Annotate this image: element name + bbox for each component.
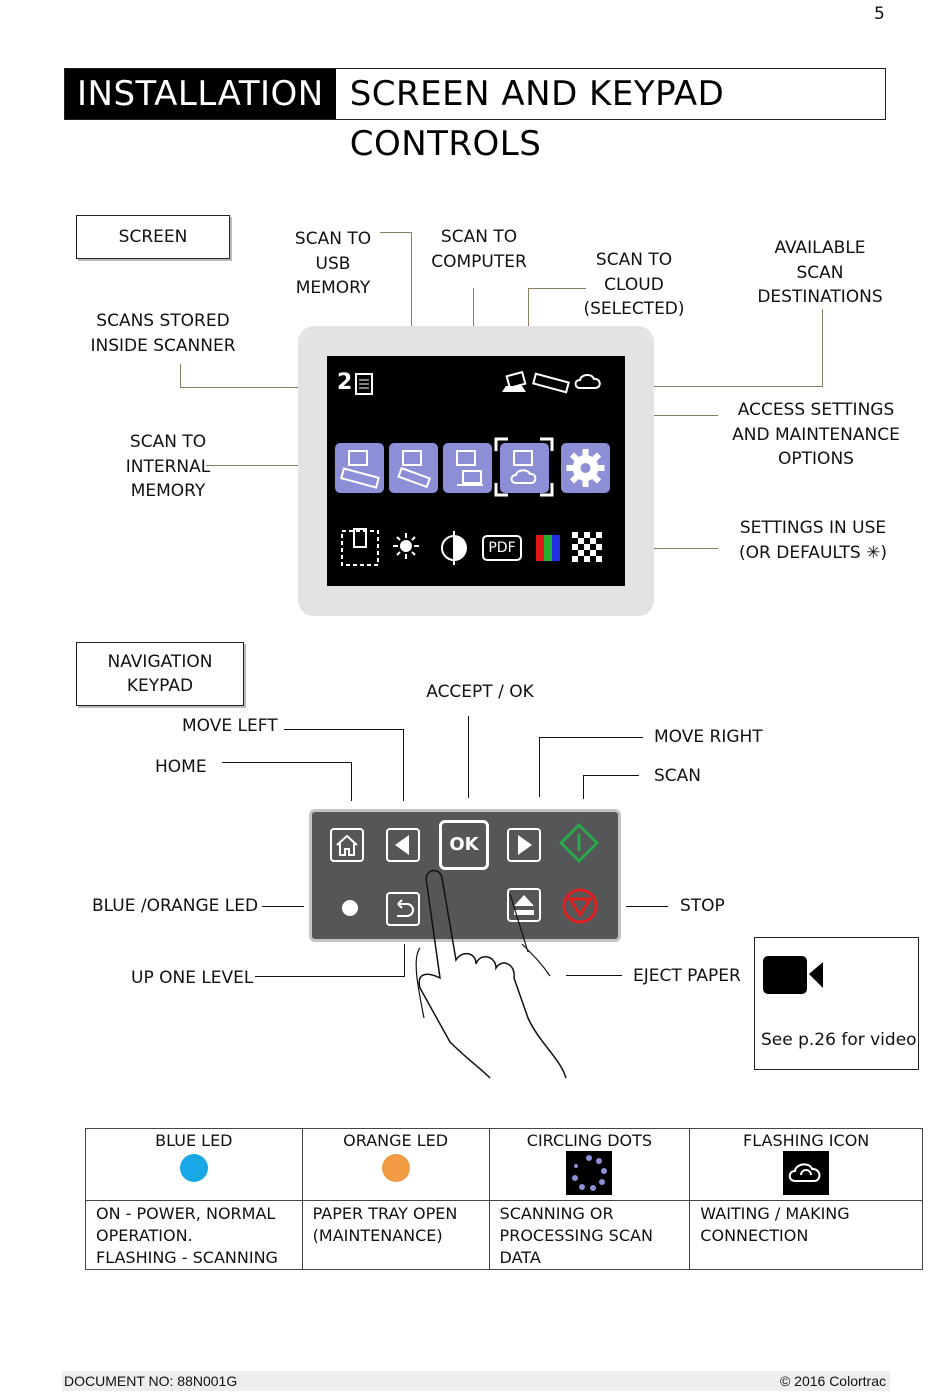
stop-button[interactable]	[561, 887, 599, 925]
scan-to-internal-memory-icon	[335, 443, 384, 493]
label-scan-to-internal: SCAN TO INTERNAL MEMORY	[125, 432, 211, 501]
label-home: HOME	[155, 757, 207, 777]
eject-paper-button[interactable]	[507, 888, 541, 922]
label-eject-paper: EJECT PAPER	[633, 966, 741, 986]
blue-orange-led	[342, 900, 358, 916]
label-scan-to-usb: SCAN TO USB MEMORY	[294, 229, 372, 298]
orange-led-header: ORANGE LED	[301, 1128, 490, 1201]
led-status-table: BLUE LED ORANGE LED CIRCLING DOTS FLASHI…	[85, 1128, 923, 1270]
scan-to-usb-memory-icon	[389, 443, 438, 493]
selection-brackets	[494, 437, 554, 497]
flashing-icon-header: FLASHING ICON	[689, 1128, 923, 1201]
available-destinations-icons	[502, 370, 601, 394]
label-scan-to-cloud: SCAN TO CLOUD (SELECTED)	[583, 250, 685, 319]
section-label: INSTALLATION	[65, 69, 336, 119]
contrast-icon	[441, 531, 467, 565]
move-right-button[interactable]	[507, 828, 541, 862]
scan-button[interactable]	[559, 823, 599, 863]
cloud-icon	[574, 374, 601, 389]
flashing-cloud-icon	[783, 1151, 830, 1195]
page-size-icon	[341, 528, 379, 566]
keypad-section-label: NAVIGATION KEYPAD	[76, 642, 244, 706]
blue-led-description: ON - POWER, NORMAL OPERATION. FLASHING -…	[85, 1200, 303, 1270]
page-number: 5	[874, 4, 885, 24]
video-note-text: See p.26 for video	[761, 1030, 917, 1050]
scan-to-cloud-icon	[500, 443, 549, 493]
file-format-pdf-icon: PDF	[482, 535, 522, 561]
label-access-settings: ACCESS SETTINGS AND MAINTENANCE OPTIONS	[732, 400, 900, 469]
settings-gear-icon[interactable]	[561, 443, 610, 493]
laptop-icon	[502, 370, 527, 392]
scan-to-computer-icon	[443, 443, 492, 493]
label-scans-stored: SCANS STORED INSIDE SCANNER	[90, 311, 236, 356]
circling-dots-description: SCANNING OR PROCESSING SCAN DATA	[488, 1200, 691, 1270]
copyright: © 2016 Colortrac	[779, 1373, 886, 1389]
page-footer: DOCUMENT NO: 88N001G © 2016 Colortrac	[62, 1371, 890, 1391]
pointing-hand-illustration	[415, 869, 567, 1079]
video-reference-box[interactable]: See p.26 for video	[754, 937, 919, 1070]
circling-dots-icon	[566, 1151, 613, 1195]
stored-scans-icon	[355, 373, 373, 395]
blue-led-dot-icon	[179, 1154, 208, 1182]
page-title: SCREEN AND KEYPAD CONTROLS	[349, 74, 725, 164]
move-left-button[interactable]	[386, 828, 420, 862]
label-settings-in-use: SETTINGS IN USE (OR DEFAULTS ✳)	[739, 518, 887, 563]
label-stop: STOP	[680, 896, 725, 916]
ok-button[interactable]: OK	[439, 820, 489, 870]
resolution-icon	[572, 532, 602, 562]
brightness-icon	[393, 533, 419, 559]
orange-led-description: PAPER TRAY OPEN (MAINTENANCE)	[301, 1200, 490, 1270]
up-one-level-button[interactable]	[386, 892, 420, 926]
page-header: INSTALLATION SCREEN AND KEYPAD CONTROLS	[64, 68, 886, 164]
screen-section-label: SCREEN	[76, 215, 230, 259]
color-mode-icon	[536, 535, 560, 561]
home-button[interactable]	[330, 828, 364, 862]
orange-led-dot-icon	[381, 1154, 410, 1182]
label-scan: SCAN	[654, 766, 702, 786]
label-move-right: MOVE RIGHT	[654, 727, 763, 747]
video-camera-icon	[763, 956, 823, 994]
scan-count: 2	[337, 370, 353, 395]
label-up-one-level: UP ONE LEVEL	[131, 968, 254, 988]
usb-stick-icon	[532, 372, 570, 394]
label-accept-ok: ACCEPT / OK	[426, 682, 534, 702]
label-blue-orange-led: BLUE /ORANGE LED	[92, 896, 259, 916]
circling-dots-header: CIRCLING DOTS	[488, 1128, 691, 1201]
document-number: DOCUMENT NO: 88N001G	[64, 1373, 238, 1389]
label-available-destinations: AVAILABLE SCAN DESTINATIONS	[757, 238, 883, 307]
label-scan-to-computer: SCAN TO COMPUTER	[431, 227, 527, 272]
flashing-icon-description: WAITING / MAKING CONNECTION	[689, 1200, 923, 1270]
label-move-left: MOVE LEFT	[182, 716, 278, 736]
blue-led-header: BLUE LED	[85, 1128, 303, 1201]
